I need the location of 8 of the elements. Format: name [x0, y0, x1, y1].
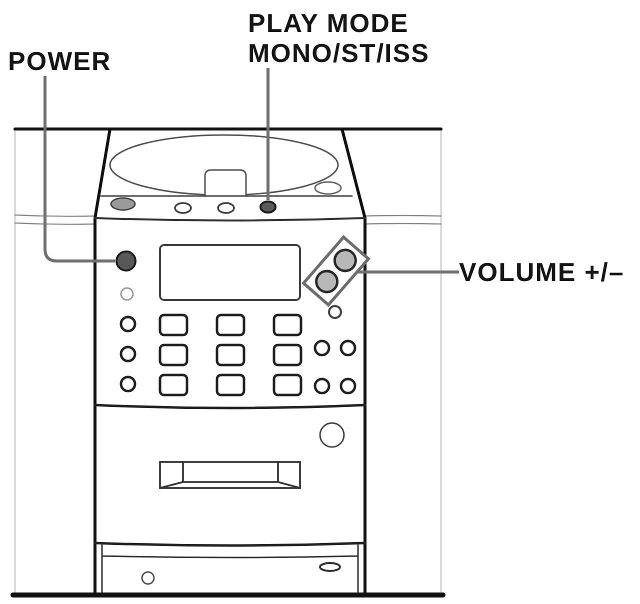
- callout-label: PLAY MODE MONO/ST/ISS: [248, 8, 438, 68]
- leader-line: [44, 76, 115, 262]
- leader-line: [357, 270, 459, 274]
- callout-label: POWER: [8, 46, 112, 76]
- callout-label: VOLUME +/–: [459, 257, 624, 287]
- leader-line: [266, 68, 270, 200]
- power-button: [115, 250, 137, 272]
- play-mode-button: [259, 200, 277, 214]
